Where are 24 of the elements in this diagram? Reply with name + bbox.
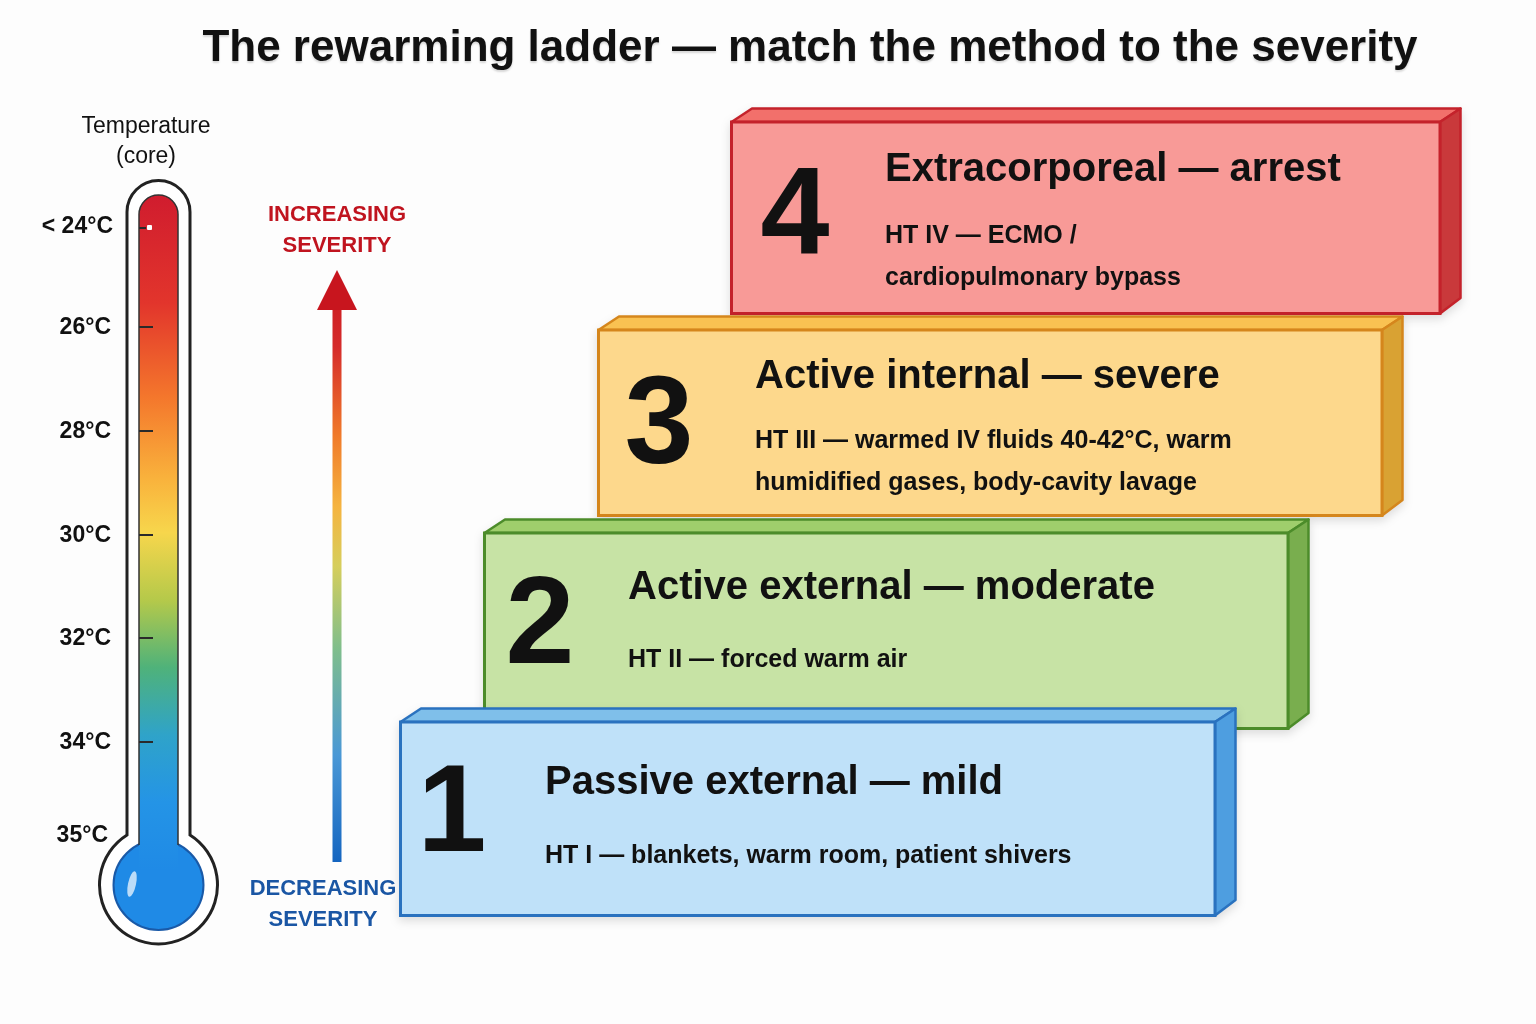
temperature-label: 30°C xyxy=(59,521,111,549)
temperature-label: 26°C xyxy=(59,313,111,341)
temperature-label: 32°C xyxy=(59,624,111,652)
step-heading: Active external — moderate xyxy=(628,562,1155,609)
severity-label: INCREASING SEVERITY xyxy=(262,198,412,260)
step-description: HT III — warmed IV fluids 40-42°C, warm humidified gases, body-cavity lavage xyxy=(755,424,1233,497)
step-heading: Extracorporeal — arrest xyxy=(885,144,1341,191)
step-number: 2 xyxy=(505,558,575,682)
temperature-label: < 24°C xyxy=(41,212,113,240)
scale-title: Temperature (core) xyxy=(80,111,212,170)
diagram-title: The rewarming ladder — match the method to the severity xyxy=(202,20,1418,72)
step-heading: Active internal — severe xyxy=(755,351,1220,398)
temperature-label: 35°C xyxy=(56,821,108,849)
step-number: 1 xyxy=(417,746,487,870)
severity-arrow xyxy=(317,270,357,862)
step-description: HT II — forced warm air xyxy=(628,643,908,674)
temperature-label: 34°C xyxy=(59,728,111,756)
step-description: HT I — blankets, warm room, patient shivers xyxy=(545,839,1072,870)
step-description: HT IV — ECMO / cardiopulmonary bypass xyxy=(885,219,1182,292)
step-number: 3 xyxy=(624,358,694,482)
step-number: 4 xyxy=(760,148,830,272)
severity-label: DECREASING SEVERITY xyxy=(248,872,398,934)
temperature-label: 28°C xyxy=(59,417,111,445)
step-heading: Passive external — mild xyxy=(545,757,1003,804)
